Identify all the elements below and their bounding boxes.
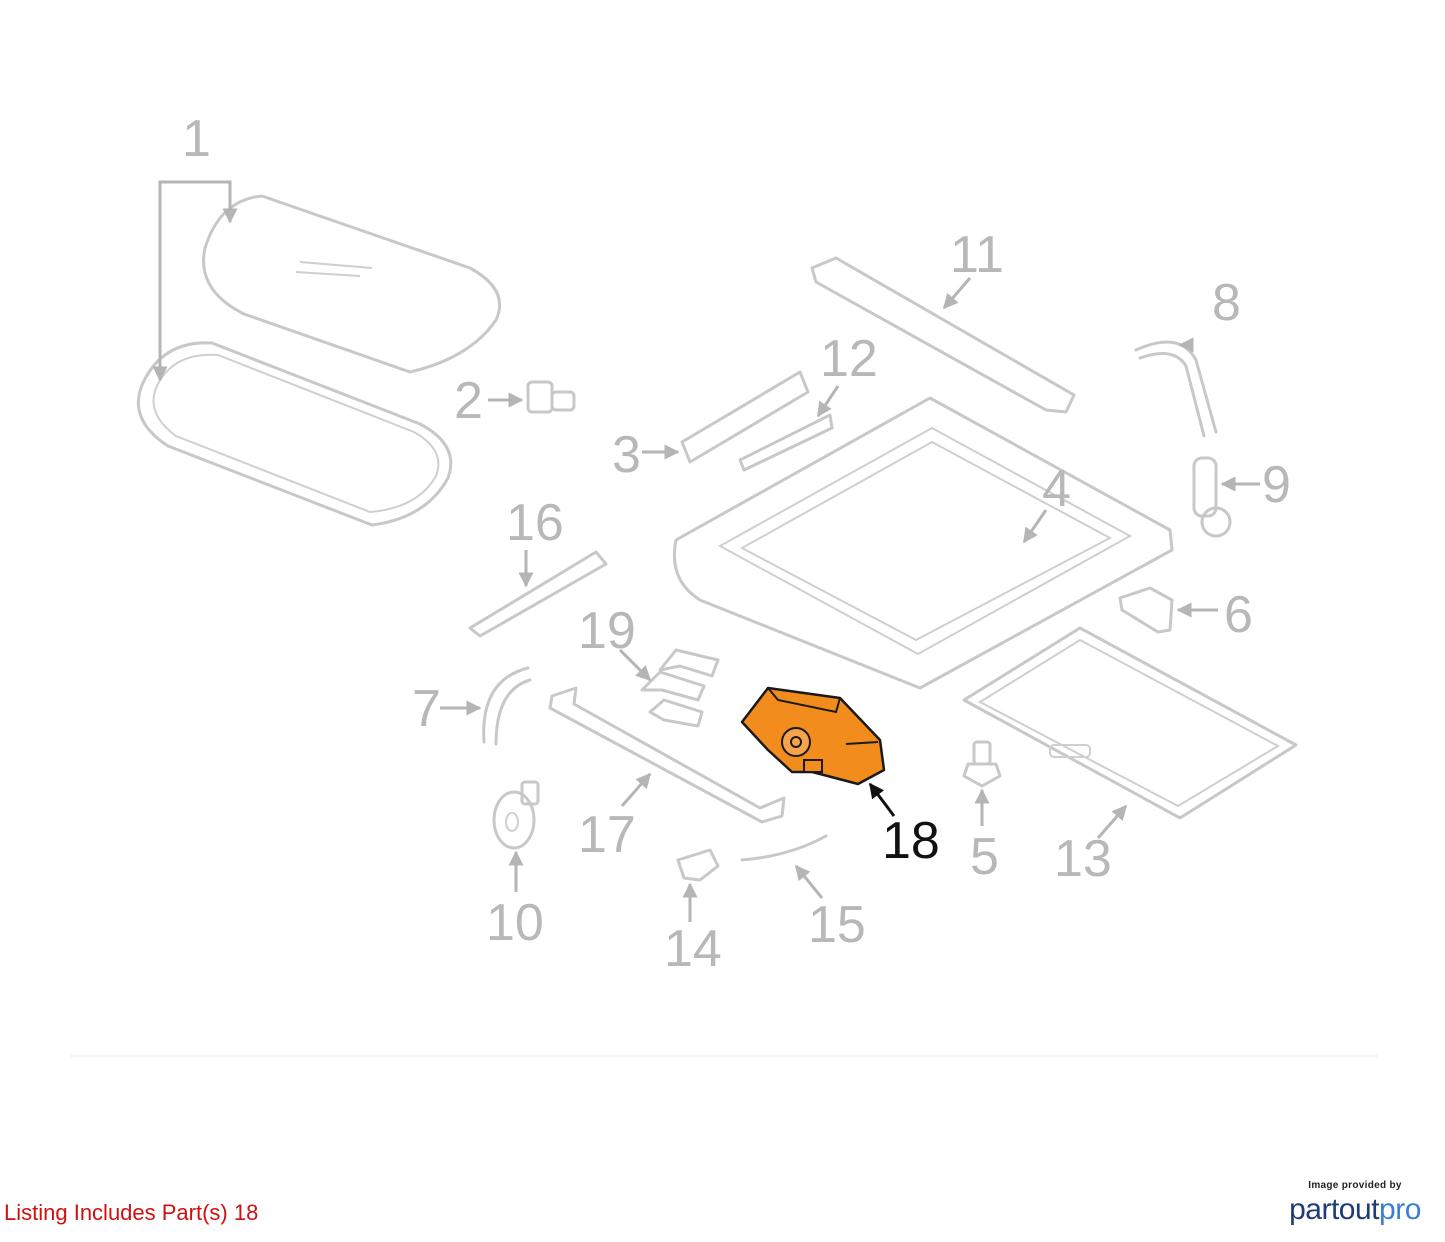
callout-13: 13 xyxy=(1054,830,1112,888)
part-11-wind-deflector xyxy=(810,256,1076,414)
part-14-clip xyxy=(676,848,720,882)
brand-name: partoutpro xyxy=(1280,1193,1430,1227)
leader-lines xyxy=(152,180,1260,922)
callout-9: 9 xyxy=(1262,456,1291,514)
callout-10: 10 xyxy=(486,894,544,952)
callout-6: 6 xyxy=(1224,586,1253,644)
part-15-curved-strip xyxy=(740,834,828,862)
callout-18: 18 xyxy=(882,812,940,870)
callout-12: 12 xyxy=(820,330,878,388)
leader-18 xyxy=(868,782,896,817)
part-7-hose xyxy=(482,666,532,746)
part-10-grommet xyxy=(492,780,540,850)
part-8-drain-hose xyxy=(1134,340,1218,438)
part-9-drain-fitting xyxy=(1192,456,1232,538)
part-4-sunroof-frame xyxy=(672,396,1174,690)
brand-name-part1: partout xyxy=(1289,1193,1380,1226)
callout-4: 4 xyxy=(1042,460,1071,518)
callout-16: 16 xyxy=(506,494,564,552)
part-13-sunshade xyxy=(962,626,1298,820)
part-3-trim-strip xyxy=(680,370,810,464)
part-19-cable-clips xyxy=(640,648,720,728)
motor-body xyxy=(740,686,886,786)
brand-logo: Image provided by partoutpro xyxy=(1280,1180,1430,1227)
part-6-bracket xyxy=(1118,586,1174,634)
brand-name-part2: pro xyxy=(1379,1193,1421,1226)
part-1-glass-panel xyxy=(202,194,502,374)
part-12-deflector-strip xyxy=(738,413,834,472)
callout-8: 8 xyxy=(1212,274,1241,332)
callout-7: 7 xyxy=(412,680,441,738)
brand-tagline: Image provided by xyxy=(1308,1180,1402,1191)
part-2-bolt xyxy=(526,380,576,414)
callout-3: 3 xyxy=(612,426,641,484)
part-18-sunroof-motor xyxy=(740,686,886,786)
part-17-seal-strip xyxy=(548,686,786,824)
part-16-guide-rail xyxy=(468,550,608,638)
callout-17: 17 xyxy=(578,806,636,864)
callout-1: 1 xyxy=(182,110,211,168)
part-5-bolt xyxy=(962,740,1002,788)
callout-11: 11 xyxy=(950,226,1004,284)
callout-19: 19 xyxy=(578,602,636,660)
listing-caption: Listing Includes Part(s) 18 xyxy=(4,1200,259,1225)
callout-15: 15 xyxy=(808,896,866,954)
callout-14: 14 xyxy=(664,920,722,978)
callout-2: 2 xyxy=(454,372,483,430)
callout-5: 5 xyxy=(970,828,999,886)
